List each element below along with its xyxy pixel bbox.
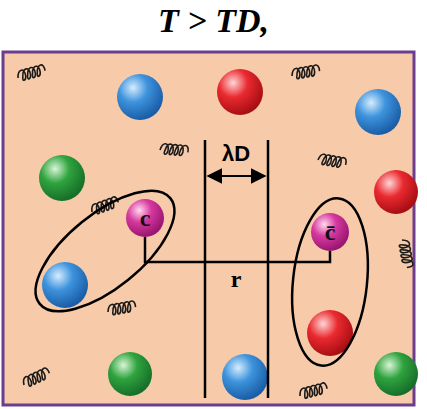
blue-quark (117, 74, 163, 120)
gluon (21, 367, 51, 388)
title: T > TD, (0, 2, 427, 40)
bound-pairs (16, 169, 375, 369)
pair-ellipse (16, 169, 193, 332)
charm-quark: c (126, 199, 164, 237)
gluon (16, 64, 46, 81)
quark-spheres (39, 69, 418, 400)
quark-label: c̄ (325, 220, 336, 244)
gluons (16, 64, 413, 399)
distance-label: r (231, 267, 242, 291)
green-quark (108, 352, 152, 396)
debye-boundary (204, 140, 207, 398)
red-quark (374, 170, 418, 214)
charm-sphere (126, 199, 164, 237)
debye-boundary (267, 140, 270, 398)
blue-quark (222, 354, 268, 400)
debye-length-label: λD (222, 143, 250, 165)
gluon (398, 239, 413, 268)
gluon (298, 382, 328, 399)
charm-sphere (311, 213, 349, 251)
distance-bracket (145, 237, 330, 262)
plasma-box (3, 52, 414, 405)
gluon (317, 153, 346, 168)
debye-lines (205, 140, 268, 398)
pair-ellipse (284, 195, 375, 370)
gluon (291, 64, 320, 79)
gluon (160, 143, 189, 156)
green-quark (39, 155, 85, 201)
blue-quark (42, 262, 88, 308)
gluon (107, 300, 136, 315)
charm-quark: c̄ (311, 213, 349, 251)
green-quark (374, 352, 418, 396)
blue-quark (355, 89, 401, 135)
quark-label: c (140, 206, 151, 230)
red-quark (217, 69, 263, 115)
debye-arrow (208, 175, 265, 177)
